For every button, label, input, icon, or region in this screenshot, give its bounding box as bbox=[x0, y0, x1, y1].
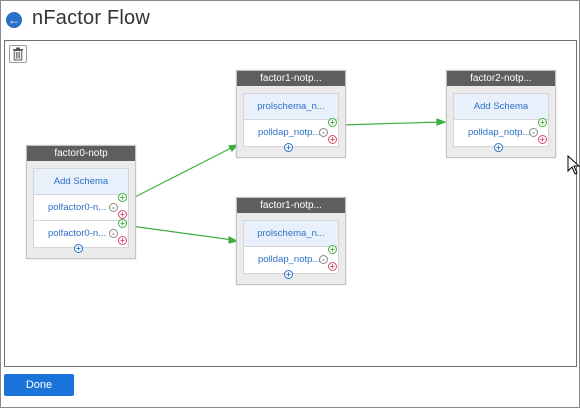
trash-icon bbox=[13, 47, 23, 61]
flow-connections bbox=[130, 118, 447, 244]
add-policy-icon[interactable]: + bbox=[328, 262, 337, 271]
node-footer: + bbox=[237, 270, 345, 284]
done-button[interactable]: Done bbox=[4, 374, 74, 396]
node-body: prolschema_n... polldap_notp... + - + bbox=[243, 220, 339, 274]
link-arrow-2 bbox=[436, 118, 447, 126]
header: ← nFactor Flow bbox=[1, 1, 579, 39]
policy-row[interactable]: polldap_notp... + - + bbox=[244, 118, 338, 146]
policy-label: polfactor0-n... bbox=[48, 202, 107, 213]
add-policy-bottom-icon[interactable]: + bbox=[284, 270, 293, 279]
add-schema-button[interactable]: Add Schema bbox=[34, 169, 128, 195]
add-next-factor-icon[interactable]: + bbox=[328, 118, 337, 127]
policy-label: polldap_notp... bbox=[468, 127, 531, 138]
page-title: nFactor Flow bbox=[32, 7, 150, 29]
node-title: factor0-notp bbox=[27, 146, 135, 161]
node-body: Add Schema polfactor0-n... + - + polfact… bbox=[33, 168, 129, 248]
factor-node-factor2[interactable]: factor2-notp... Add Schema polldap_notp.… bbox=[446, 70, 556, 158]
policy-row[interactable]: polfactor0-n... + - + bbox=[34, 193, 128, 221]
node-body: Add Schema polldap_notp... + - + bbox=[453, 93, 549, 147]
add-policy-icon[interactable]: + bbox=[118, 236, 127, 245]
add-next-factor-icon[interactable]: + bbox=[118, 193, 127, 202]
policy-row[interactable]: polldap_notp... + - + bbox=[244, 245, 338, 273]
remove-policy-icon[interactable]: - bbox=[319, 128, 328, 137]
add-policy-icon[interactable]: + bbox=[538, 135, 547, 144]
flow-canvas[interactable]: factor0-notp Add Schema polfactor0-n... … bbox=[4, 40, 580, 367]
node-title: factor1-notp... bbox=[237, 198, 345, 213]
node-footer: + bbox=[447, 143, 555, 157]
delete-button[interactable] bbox=[9, 45, 27, 63]
node-title: factor1-notp... bbox=[237, 71, 345, 86]
policy-label: polfactor0-n... bbox=[48, 228, 107, 239]
link-factor1a-to-factor2 bbox=[340, 121, 442, 126]
schema-button[interactable]: prolschema_n... bbox=[244, 94, 338, 120]
footer: Done bbox=[1, 367, 579, 407]
add-policy-bottom-icon[interactable]: + bbox=[74, 244, 83, 253]
link-factor0-to-factor1b bbox=[130, 225, 234, 241]
add-schema-button[interactable]: Add Schema bbox=[454, 94, 548, 120]
add-next-factor-icon[interactable]: + bbox=[328, 245, 337, 254]
node-body: prolschema_n... polldap_notp... + - + bbox=[243, 93, 339, 147]
add-policy-icon[interactable]: + bbox=[118, 210, 127, 219]
factor-node-factor1a[interactable]: factor1-notp... prolschema_n... polldap_… bbox=[236, 70, 346, 158]
add-next-factor-icon[interactable]: + bbox=[538, 118, 547, 127]
schema-button[interactable]: prolschema_n... bbox=[244, 221, 338, 247]
policy-label: polldap_notp... bbox=[258, 127, 321, 138]
policy-row[interactable]: polfactor0-n... + - + bbox=[34, 219, 128, 247]
remove-policy-icon[interactable]: - bbox=[109, 203, 118, 212]
node-title: factor2-notp... bbox=[447, 71, 555, 86]
link-arrow-1b bbox=[228, 236, 239, 244]
node-footer: + bbox=[237, 143, 345, 157]
add-policy-icon[interactable]: + bbox=[328, 135, 337, 144]
factor-node-factor1b[interactable]: factor1-notp... prolschema_n... polldap_… bbox=[236, 197, 346, 285]
link-arrow-1a bbox=[228, 144, 239, 153]
add-next-factor-icon[interactable]: + bbox=[118, 219, 127, 228]
back-arrow-icon[interactable]: ← bbox=[6, 12, 22, 28]
remove-policy-icon[interactable]: - bbox=[319, 255, 328, 264]
remove-policy-icon[interactable]: - bbox=[109, 229, 118, 238]
remove-policy-icon[interactable]: - bbox=[529, 128, 538, 137]
add-policy-bottom-icon[interactable]: + bbox=[284, 143, 293, 152]
mouse-pointer-icon bbox=[567, 155, 580, 175]
node-footer: + bbox=[27, 244, 135, 258]
policy-row[interactable]: polldap_notp... + - + bbox=[454, 118, 548, 146]
add-policy-bottom-icon[interactable]: + bbox=[494, 143, 503, 152]
link-factor0-to-factor1a bbox=[130, 146, 234, 200]
policy-label: polldap_notp... bbox=[258, 254, 321, 265]
factor-node-factor0[interactable]: factor0-notp Add Schema polfactor0-n... … bbox=[26, 145, 136, 259]
